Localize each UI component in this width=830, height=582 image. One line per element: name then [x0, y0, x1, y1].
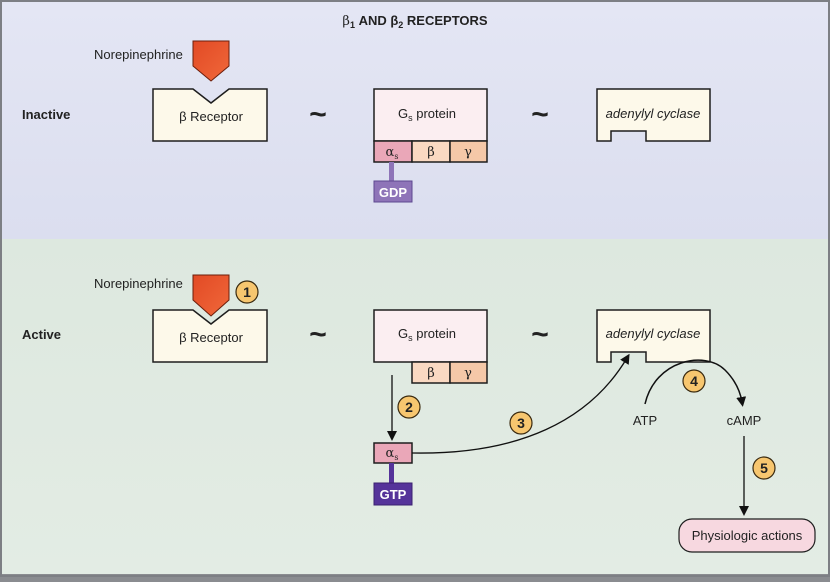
state-label-inactive: Inactive — [22, 107, 70, 122]
physiologic-actions-label: Physiologic actions — [692, 528, 803, 543]
link-tilde-1-inactive: ~ — [309, 98, 327, 131]
svg-text:1: 1 — [243, 284, 251, 300]
adenylyl-cyclase-label-active: adenylyl cyclase — [606, 326, 701, 341]
conversion-arrow — [644, 359, 747, 407]
ligand-label-active: Norepinephrine — [94, 276, 183, 291]
ligand-label-inactive: Norepinephrine — [94, 47, 183, 62]
diagram-title: β1 AND β2 RECEPTORS — [342, 13, 487, 30]
svg-text:4: 4 — [690, 373, 698, 389]
atp-label: ATP — [633, 413, 657, 428]
gamma-subunit-label-inactive: γ — [464, 145, 472, 160]
svg-text:3: 3 — [517, 415, 525, 431]
beta-receptor-label-inactive: β Receptor — [179, 109, 244, 124]
link-tilde-2-inactive: ~ — [531, 98, 549, 131]
link-tilde-2-active: ~ — [531, 318, 549, 351]
gdp-linker — [389, 162, 394, 182]
alpha-s-label-active: αs — [386, 446, 399, 462]
gdp-badge — [373, 180, 413, 203]
beta-subunit-label-active: β — [427, 366, 435, 381]
gamma-subunit-inactive — [449, 140, 488, 163]
gtp-label: GTP — [380, 487, 407, 502]
svg-text:2: 2 — [405, 399, 413, 415]
step-badge-5: 5 — [752, 456, 776, 480]
step-badge-4: 4 — [682, 369, 706, 393]
physiologic-actions-box — [678, 518, 816, 553]
beta-subunit-label-inactive: β — [427, 145, 435, 160]
adenylyl-cyclase-active — [596, 309, 711, 363]
camp-label: cAMP — [727, 413, 762, 428]
norepinephrine-ligand-active — [192, 274, 230, 317]
activation-arrow — [411, 353, 630, 454]
adenylyl-cyclase-inactive — [596, 88, 711, 142]
step-badge-3: 3 — [509, 411, 533, 435]
alpha-s-label-inactive: αs — [386, 145, 399, 161]
beta-receptor-inactive — [152, 88, 268, 142]
adenylyl-cyclase-label-inactive: adenylyl cyclase — [606, 106, 701, 121]
state-label-active: Active — [22, 327, 61, 342]
step-badge-2: 2 — [397, 395, 421, 419]
svg-text:5: 5 — [760, 460, 768, 476]
gtp-linker — [389, 463, 394, 484]
gs-protein-inactive — [373, 88, 488, 142]
gtp-badge — [373, 482, 413, 506]
step-badge-1: 1 — [235, 280, 259, 304]
gamma-subunit-label-active: γ — [464, 366, 472, 381]
norepinephrine-ligand-inactive — [192, 40, 230, 82]
gs-protein-label-active: Gs protein — [398, 326, 456, 343]
gdp-label: GDP — [379, 185, 408, 200]
link-tilde-1-active: ~ — [309, 318, 327, 351]
gs-protein-label-inactive: Gs protein — [398, 106, 456, 123]
beta-receptor-active — [152, 309, 268, 363]
gamma-subunit-active — [449, 361, 488, 384]
beta-receptor-label-active: β Receptor — [179, 330, 244, 345]
